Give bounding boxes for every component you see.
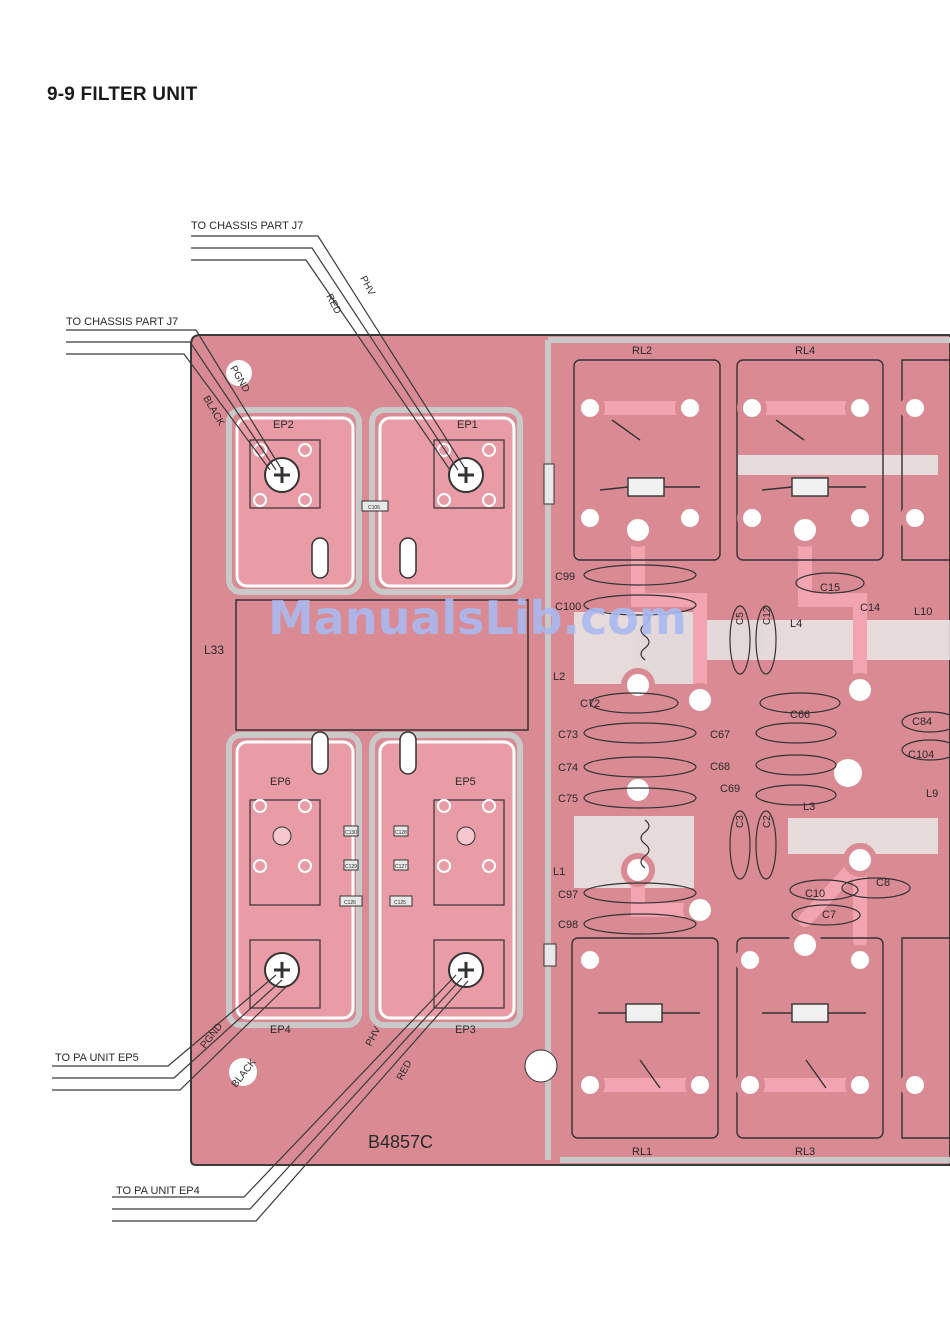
wires-top-right bbox=[191, 235, 467, 471]
smd-parts bbox=[339, 463, 557, 967]
cap-label-c5: C5 bbox=[735, 612, 746, 625]
cap-label-c12: C12 bbox=[762, 606, 773, 625]
cap-label-c69: C69 bbox=[720, 783, 740, 795]
relay-partial bbox=[901, 359, 950, 1139]
pad-label-ep4: EP4 bbox=[270, 1024, 291, 1036]
board-id-label: B4857C bbox=[368, 1132, 433, 1152]
mounting-hole bbox=[229, 1058, 257, 1086]
page-title: 9-9 FILTER UNIT bbox=[47, 84, 198, 105]
mounting-hole bbox=[524, 1049, 558, 1083]
cap-label-c66: C66 bbox=[790, 709, 810, 721]
cap-label-c72: C72 bbox=[580, 698, 600, 710]
cap-label-c100: C100 bbox=[555, 601, 581, 613]
inductor-label-l1: L1 bbox=[553, 866, 565, 878]
cap-label-c7: C7 bbox=[822, 909, 836, 921]
pad-label-ep3: EP3 bbox=[455, 1024, 476, 1036]
relay-pads bbox=[575, 393, 930, 1100]
smd-label-c125: C125 bbox=[394, 900, 406, 906]
mounting-hole bbox=[226, 360, 252, 386]
cap-label-c75: C75 bbox=[558, 793, 578, 805]
relay-rl2 bbox=[573, 359, 721, 561]
wires-top-left bbox=[66, 329, 283, 471]
smd-label-c127: C127 bbox=[395, 864, 407, 870]
inductor-label-l33: L33 bbox=[204, 643, 224, 657]
inductor-coils bbox=[640, 611, 650, 869]
cap-label-c68: C68 bbox=[710, 761, 730, 773]
wires-bottom-left bbox=[52, 974, 289, 1091]
pad-label-ep2: EP2 bbox=[273, 419, 294, 431]
pad-label-ep1: EP1 bbox=[457, 419, 478, 431]
smd-label-c126: C126 bbox=[344, 900, 356, 906]
inductor-l33-outline bbox=[235, 599, 529, 731]
inductor-label-l2: L2 bbox=[553, 671, 565, 683]
label-to-pa-unit-ep4: TO PA UNIT EP4 bbox=[116, 1185, 200, 1197]
capacitor-ovals bbox=[583, 564, 950, 935]
inductor-label-l3: L3 bbox=[803, 801, 815, 813]
smd-label-c128: C128 bbox=[395, 830, 407, 836]
cap-label-c74: C74 bbox=[558, 762, 578, 774]
relay-label-rl2: RL2 bbox=[632, 345, 652, 357]
pad-label-ep6: EP6 bbox=[270, 776, 291, 788]
wire-label-red-top: RED bbox=[323, 292, 343, 316]
smd-label-c130: C130 bbox=[345, 830, 357, 836]
smd-label-c129: C129 bbox=[345, 864, 357, 870]
watermark: ManualsLib.com bbox=[268, 591, 687, 645]
cap-label-c84: C84 bbox=[912, 716, 932, 728]
copper-traces bbox=[226, 337, 950, 1163]
label-to-chassis-top-right: TO CHASSIS PART J7 bbox=[191, 220, 303, 232]
relay-label-rl3: RL3 bbox=[795, 1146, 815, 1158]
cap-label-c14: C14 bbox=[860, 602, 880, 614]
cap-label-c2: C2 bbox=[762, 815, 773, 828]
relay-rl4 bbox=[736, 359, 884, 561]
cap-label-c3: C3 bbox=[735, 815, 746, 828]
pad-block-ep5-ep3 bbox=[378, 731, 516, 1020]
relay-rl1 bbox=[571, 937, 719, 1139]
wire-label-phv-top: PHV bbox=[357, 274, 377, 298]
label-to-chassis-top-left: TO CHASSIS PART J7 bbox=[66, 316, 178, 328]
pad-block-ep6-ep4 bbox=[235, 731, 355, 1020]
wires-bottom-right bbox=[112, 974, 469, 1222]
cap-label-c8: C8 bbox=[876, 877, 890, 889]
pad-block-ep1 bbox=[378, 416, 516, 588]
relay-label-rl1: RL1 bbox=[632, 1146, 652, 1158]
cap-label-c73: C73 bbox=[558, 729, 578, 741]
cap-label-c97: C97 bbox=[558, 889, 578, 901]
inductor-label-l9: L9 bbox=[926, 788, 938, 800]
label-to-pa-unit-ep5: TO PA UNIT EP5 bbox=[55, 1052, 139, 1064]
mounting-hole bbox=[834, 759, 862, 787]
cap-label-c98: C98 bbox=[558, 919, 578, 931]
cap-label-c67: C67 bbox=[710, 729, 730, 741]
cap-label-c99: C99 bbox=[555, 571, 575, 583]
pad-label-ep5: EP5 bbox=[455, 776, 476, 788]
inductor-label-l10: L10 bbox=[914, 606, 932, 618]
smd-label-c106: C106 bbox=[368, 505, 380, 511]
relay-label-rl4: RL4 bbox=[795, 345, 815, 357]
cap-label-c104: C104 bbox=[908, 749, 934, 761]
cap-label-c10: C10 bbox=[805, 888, 825, 900]
inductor-label-l4: L4 bbox=[790, 618, 802, 630]
pad-block-ep2 bbox=[235, 416, 355, 588]
cap-label-c15: C15 bbox=[820, 582, 840, 594]
